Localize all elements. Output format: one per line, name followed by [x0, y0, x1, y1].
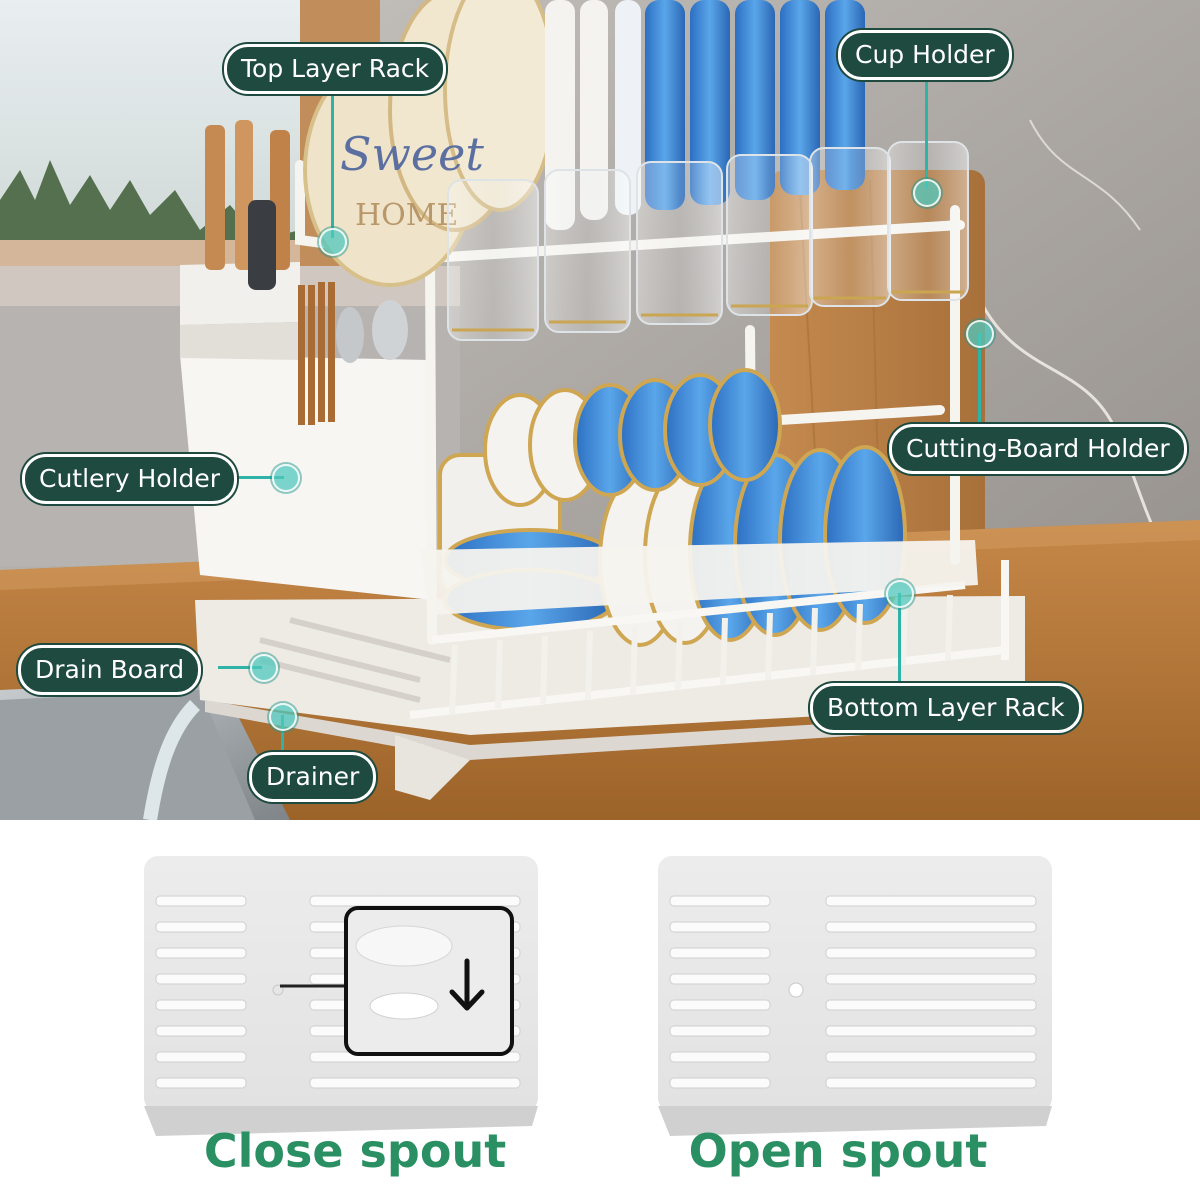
- leader-cutlery-holder: [228, 476, 284, 479]
- plate-home-text: HOME: [355, 198, 458, 233]
- label-cutlery-holder: Cutlery Holder: [22, 454, 238, 504]
- dish-rack-photo: Sweet HOME: [0, 0, 1200, 820]
- hotspot-cup-holder[interactable]: [913, 179, 941, 207]
- label-cutting-board-holder: Cutting-Board Holder: [889, 424, 1187, 474]
- hotspot-cutlery-holder[interactable]: [272, 464, 300, 492]
- caption-open-spout: Open spout: [688, 1124, 988, 1178]
- label-cup-holder: Cup Holder: [838, 30, 1012, 80]
- hotspot-drain-board[interactable]: [250, 654, 278, 682]
- leader-drain-board: [218, 666, 262, 669]
- drain-board-closed-image: [142, 856, 540, 1142]
- leader-bottom-rack: [898, 593, 901, 686]
- label-drain-board: Drain Board: [18, 645, 202, 695]
- leader-top-layer-rack: [331, 92, 334, 238]
- hotspot-cutting-board-holder[interactable]: [966, 320, 994, 348]
- leader-drainer: [281, 715, 284, 755]
- label-top-layer-rack: Top Layer Rack: [224, 44, 447, 94]
- caption-close-spout: Close spout: [203, 1124, 507, 1178]
- label-drainer: Drainer: [249, 752, 377, 802]
- plate-script-text: Sweet: [340, 127, 484, 181]
- drain-board-open-image: [656, 856, 1054, 1142]
- leader-cup-holder: [925, 76, 928, 189]
- hotspot-top-layer-rack[interactable]: [319, 228, 347, 256]
- leader-cutting-board: [978, 333, 981, 428]
- hotspot-bottom-layer-rack[interactable]: [886, 580, 914, 608]
- hotspot-drainer[interactable]: [269, 703, 297, 731]
- label-bottom-layer-rack: Bottom Layer Rack: [810, 683, 1082, 733]
